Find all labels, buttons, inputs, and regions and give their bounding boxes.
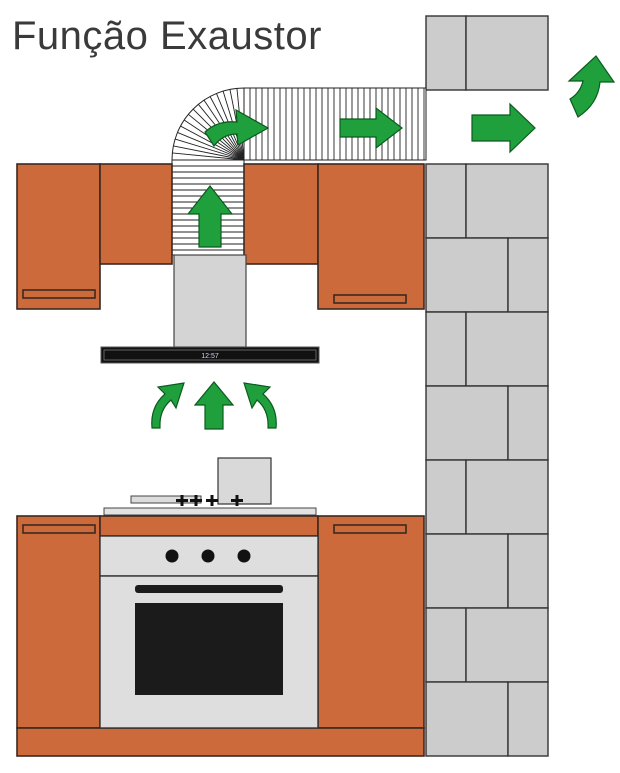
upper-cabinet-left bbox=[16, 163, 101, 310]
brick bbox=[507, 385, 549, 461]
oven-knob-icon bbox=[165, 549, 179, 563]
brick bbox=[425, 607, 467, 683]
cooktop bbox=[103, 495, 317, 516]
brick bbox=[425, 385, 509, 461]
flexible-duct bbox=[171, 87, 427, 256]
airflow-arrows bbox=[151, 55, 616, 430]
brick bbox=[507, 681, 549, 757]
brick bbox=[507, 533, 549, 609]
upper-cabinet-left-inner bbox=[99, 163, 173, 265]
duct-rib bbox=[172, 152, 245, 161]
diagram-title: Função Exaustor bbox=[12, 14, 322, 58]
pot-body bbox=[217, 457, 272, 505]
brick bbox=[465, 607, 549, 683]
airflow-arrow-icon bbox=[204, 108, 270, 148]
brick bbox=[465, 459, 549, 535]
duct-rib bbox=[173, 145, 245, 161]
brick bbox=[465, 15, 549, 91]
base-cabinet-left bbox=[16, 515, 101, 729]
airflow-arrow-icon bbox=[186, 185, 234, 248]
cabinet-handle bbox=[333, 294, 407, 304]
brick bbox=[465, 311, 549, 387]
cabinet-handle bbox=[22, 524, 96, 534]
duct-rib bbox=[174, 138, 245, 161]
oven bbox=[99, 535, 319, 729]
brick bbox=[425, 533, 509, 609]
brick bbox=[465, 163, 549, 239]
upper-cabinet-right-inner bbox=[243, 163, 319, 265]
brick bbox=[425, 15, 467, 91]
pot bbox=[217, 457, 272, 505]
range-hood: 12:57 bbox=[100, 254, 320, 364]
hood-canopy bbox=[100, 346, 320, 364]
oven-knob-icon bbox=[201, 549, 215, 563]
airflow-arrow-icon bbox=[151, 382, 185, 429]
oven-knob-icon bbox=[237, 549, 251, 563]
hood-trim bbox=[103, 349, 317, 361]
airflow-arrow-icon bbox=[471, 102, 536, 154]
cooktop-surface bbox=[103, 507, 317, 516]
burner-knob-icon bbox=[231, 495, 243, 506]
airflow-arrow-icon bbox=[567, 55, 616, 118]
brick bbox=[507, 237, 549, 313]
brick bbox=[425, 459, 467, 535]
upper-cabinet-right bbox=[317, 163, 425, 310]
oven-window bbox=[135, 603, 283, 695]
burner-knob-icon bbox=[190, 495, 202, 506]
kickplate bbox=[16, 727, 425, 757]
hood-chimney bbox=[173, 254, 247, 348]
brick bbox=[425, 163, 467, 239]
airflow-arrow-icon bbox=[193, 381, 235, 430]
burner-grates bbox=[176, 495, 243, 506]
cabinet-handle bbox=[22, 289, 96, 299]
burner-knob-icon bbox=[206, 495, 218, 506]
duct-rib bbox=[177, 132, 245, 161]
brick bbox=[425, 237, 509, 313]
brick bbox=[425, 311, 467, 387]
brick-wall bbox=[425, 15, 549, 757]
brick bbox=[425, 681, 509, 757]
cabinet-handle bbox=[333, 524, 407, 534]
airflow-arrow-icon bbox=[243, 382, 277, 429]
airflow-arrow-icon bbox=[339, 106, 403, 150]
oven-handle bbox=[135, 585, 283, 593]
base-cabinet-right bbox=[317, 515, 425, 729]
hood-display: 12:57 bbox=[201, 353, 219, 360]
oven-top-strip bbox=[99, 515, 319, 537]
base-cabinets bbox=[16, 515, 425, 757]
upper-cabinets bbox=[16, 163, 425, 310]
burner-knob-icon bbox=[176, 495, 188, 506]
duct-horizontal-section bbox=[243, 87, 427, 161]
